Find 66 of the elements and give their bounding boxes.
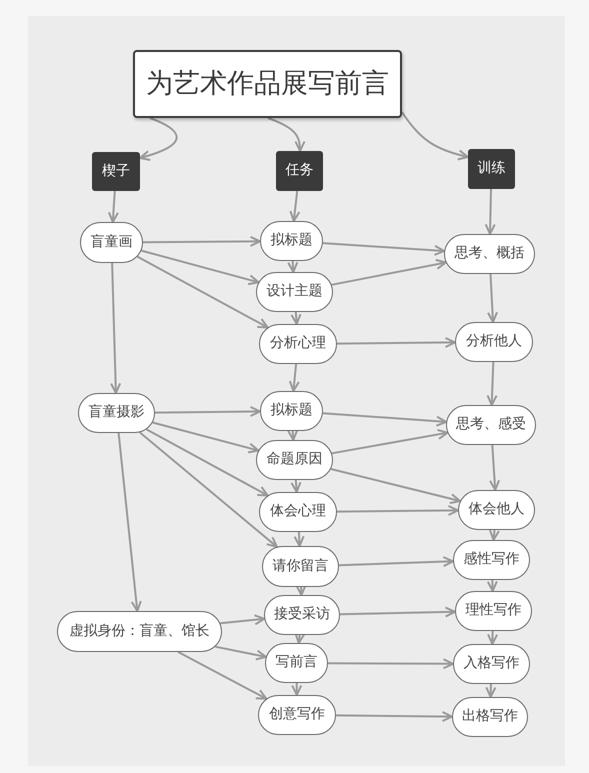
arrow — [487, 630, 498, 645]
arrow — [336, 505, 459, 516]
step-pill: 理性写作 — [455, 591, 532, 631]
arrow — [215, 646, 267, 660]
step-pill: 请你留言 — [262, 546, 339, 587]
arrow — [488, 529, 500, 541]
arrow — [330, 468, 462, 504]
arrow — [486, 580, 498, 592]
step-pill: 思考、感受 — [446, 405, 536, 445]
arrow — [489, 444, 500, 491]
arrow — [287, 429, 298, 441]
arrow — [336, 711, 453, 722]
arrow — [152, 422, 260, 454]
step-pill: 命题原因 — [256, 440, 333, 480]
arrow — [331, 258, 447, 286]
arrow — [294, 532, 305, 547]
arrow — [136, 256, 269, 328]
arrow — [287, 260, 298, 273]
arrow — [338, 556, 454, 568]
arrow — [486, 362, 498, 406]
arrow — [108, 190, 119, 223]
category-box: 楔子 — [92, 152, 140, 191]
arrow — [110, 262, 122, 394]
category-box: 训练 — [468, 149, 515, 189]
arrow — [290, 312, 302, 325]
arrow — [146, 428, 269, 496]
arrow — [296, 584, 307, 596]
step-pill: 思考、概括 — [444, 234, 535, 274]
arrow — [485, 684, 496, 698]
arrow — [139, 432, 278, 548]
arrow — [141, 250, 260, 286]
arrow — [340, 606, 456, 618]
arrow — [139, 117, 178, 161]
step-pill: 体会他人 — [458, 490, 535, 530]
step-pill: 分析他人 — [455, 322, 533, 362]
arrow — [336, 337, 456, 348]
arrow — [178, 651, 268, 700]
arrow — [268, 117, 306, 152]
step-pill: 接受采访 — [264, 595, 340, 635]
arrow — [401, 111, 469, 160]
arrow — [332, 428, 449, 454]
step-pill: 体会心理 — [259, 492, 337, 532]
arrow — [322, 412, 448, 427]
arrow — [290, 480, 302, 493]
arrow — [328, 658, 454, 670]
arrow — [291, 683, 302, 696]
arrow — [220, 614, 266, 626]
step-pill: 出格写作 — [452, 697, 528, 737]
title-box: 为艺术作品展写前言 — [133, 50, 402, 118]
arrow — [289, 190, 300, 222]
step-pill: 设计主题 — [256, 272, 333, 312]
step-pill: 感性写作 — [453, 540, 530, 580]
category-box: 任务 — [276, 151, 323, 191]
arrow — [294, 632, 306, 644]
arrow — [154, 406, 261, 417]
step-pill: 盲童摄影 — [78, 393, 155, 433]
arrow — [143, 236, 261, 247]
arrow — [487, 274, 498, 323]
step-pill: 虚拟身份：盲童、馆长 — [57, 611, 222, 652]
arrow — [322, 242, 446, 256]
arrow — [484, 188, 496, 235]
step-pill: 分析心理 — [259, 324, 337, 364]
step-pill: 创意写作 — [258, 695, 336, 735]
arrow — [118, 432, 142, 612]
step-pill: 入格写作 — [453, 644, 530, 684]
arrow — [288, 364, 300, 392]
